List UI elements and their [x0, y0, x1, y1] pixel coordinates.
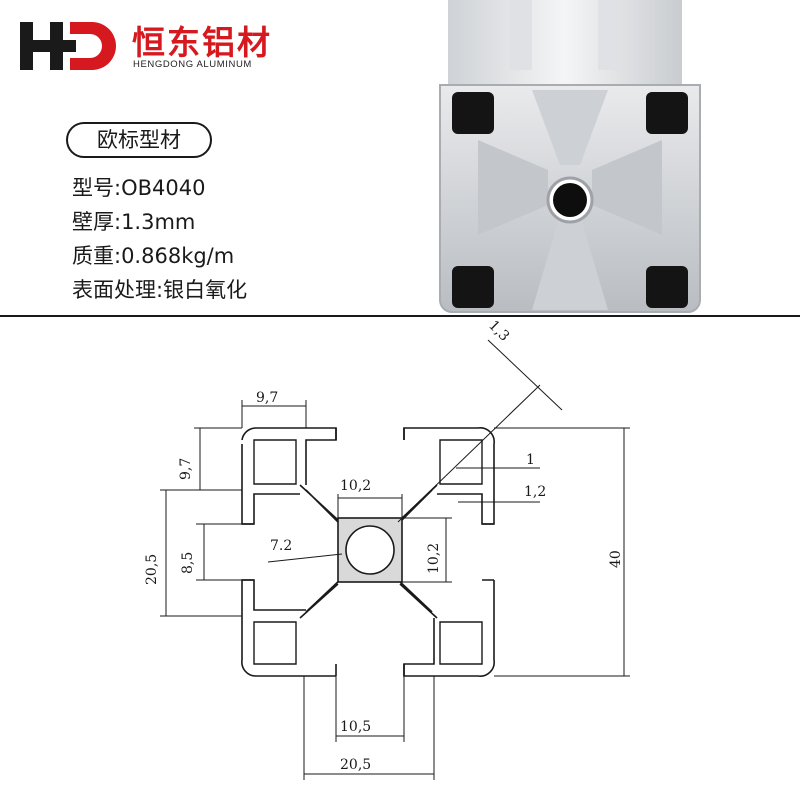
section-divider [0, 315, 800, 317]
dim-top-lip: 9,7 [256, 390, 278, 406]
dim-left-lip: 9,7 [178, 458, 194, 480]
dim-lip-2: 1,2 [524, 484, 546, 500]
dim-bottom-inner: 10,5 [340, 719, 371, 735]
brand-name-en: HENGDONG ALUMINUM [133, 59, 252, 70]
hd-monogram-icon [20, 22, 116, 70]
brand-logo: 恒东铝材 HENGDONG ALUMINUM [20, 14, 290, 76]
dim-hole: 7.2 [270, 538, 292, 554]
dim-core-width: 10,2 [340, 478, 371, 494]
dim-bottom-outer: 20,5 [340, 757, 371, 773]
dim-core-height: 10,2 [426, 543, 442, 574]
spec-wall-thickness: 壁厚:1.3mm [72, 210, 196, 234]
dim-slot-inner: 8,5 [180, 552, 196, 574]
product-category-badge: 欧标型材 [66, 122, 212, 158]
spec-weight: 质重:0.868kg/m [72, 244, 235, 268]
spec-model: 型号:OB4040 [72, 176, 206, 200]
dim-overall: 40 [608, 550, 624, 568]
dim-slot-pitch: 20,5 [144, 554, 160, 585]
brand-name-cn: 恒东铝材 [132, 23, 272, 62]
dim-lip-1: 1 [526, 452, 535, 468]
spec-surface: 表面处理:银白氧化 [72, 278, 248, 302]
product-photo [439, 0, 701, 313]
